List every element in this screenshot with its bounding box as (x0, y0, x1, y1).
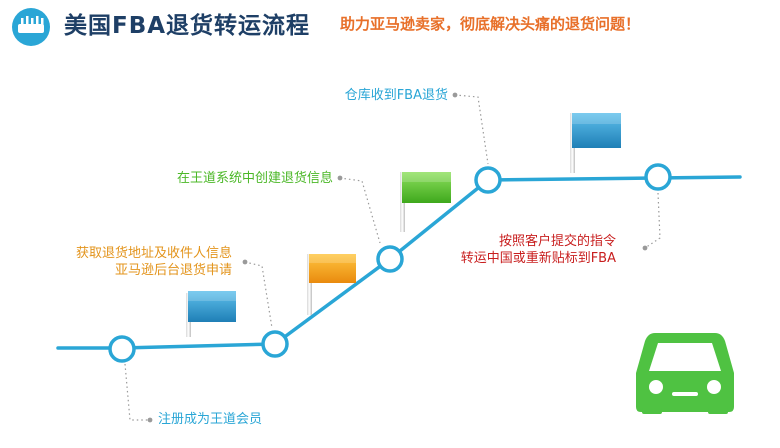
step-label-line: 仓库收到FBA退货 (344, 88, 448, 103)
step-label-register: 注册成为王道会员 (158, 411, 262, 428)
flag-icon (307, 254, 356, 315)
leader-received (454, 94, 489, 165)
step-label-line: 注册成为王道会员 (158, 412, 263, 427)
step-label-line: 在王道系统中创建退货信息 (176, 171, 333, 186)
step-label-create: 在王道系统中创建退货信息 (177, 170, 333, 187)
step-node-register (108, 335, 136, 363)
ruler-icon (12, 8, 50, 46)
step-label-line: 获取退货地址及收件人信息 (75, 246, 232, 261)
step-node-create (376, 245, 404, 273)
flag-icon (570, 113, 621, 173)
step-label-line: 转运中国或重新贴标到FBA (460, 251, 616, 266)
leader-create (339, 177, 381, 244)
step-label-apply: 获取退货地址及收件人信息 亚马逊后台退货申请 (76, 245, 232, 279)
page-slogan: 助力亚马逊卖家，彻底解决头痛的退货问题！ (340, 15, 641, 33)
flag-icon (186, 291, 236, 337)
page-title: 美国FBA退货转运流程 (64, 13, 311, 39)
flag-icon (400, 172, 451, 232)
step-node-apply (261, 330, 289, 358)
step-label-line: 亚马逊后台退货申请 (114, 263, 232, 278)
step-label-received: 仓库收到FBA退货 (345, 87, 448, 104)
car-icon (636, 333, 734, 414)
step-label-line: 按照客户提交的指令 (498, 234, 616, 249)
step-node-forward (644, 163, 672, 191)
step-label-forward: 按照客户提交的指令 转运中国或重新贴标到FBA (461, 233, 616, 267)
leader-apply (244, 261, 273, 329)
leader-register (124, 363, 150, 421)
step-node-received (474, 166, 502, 194)
leader-forward (644, 192, 661, 249)
